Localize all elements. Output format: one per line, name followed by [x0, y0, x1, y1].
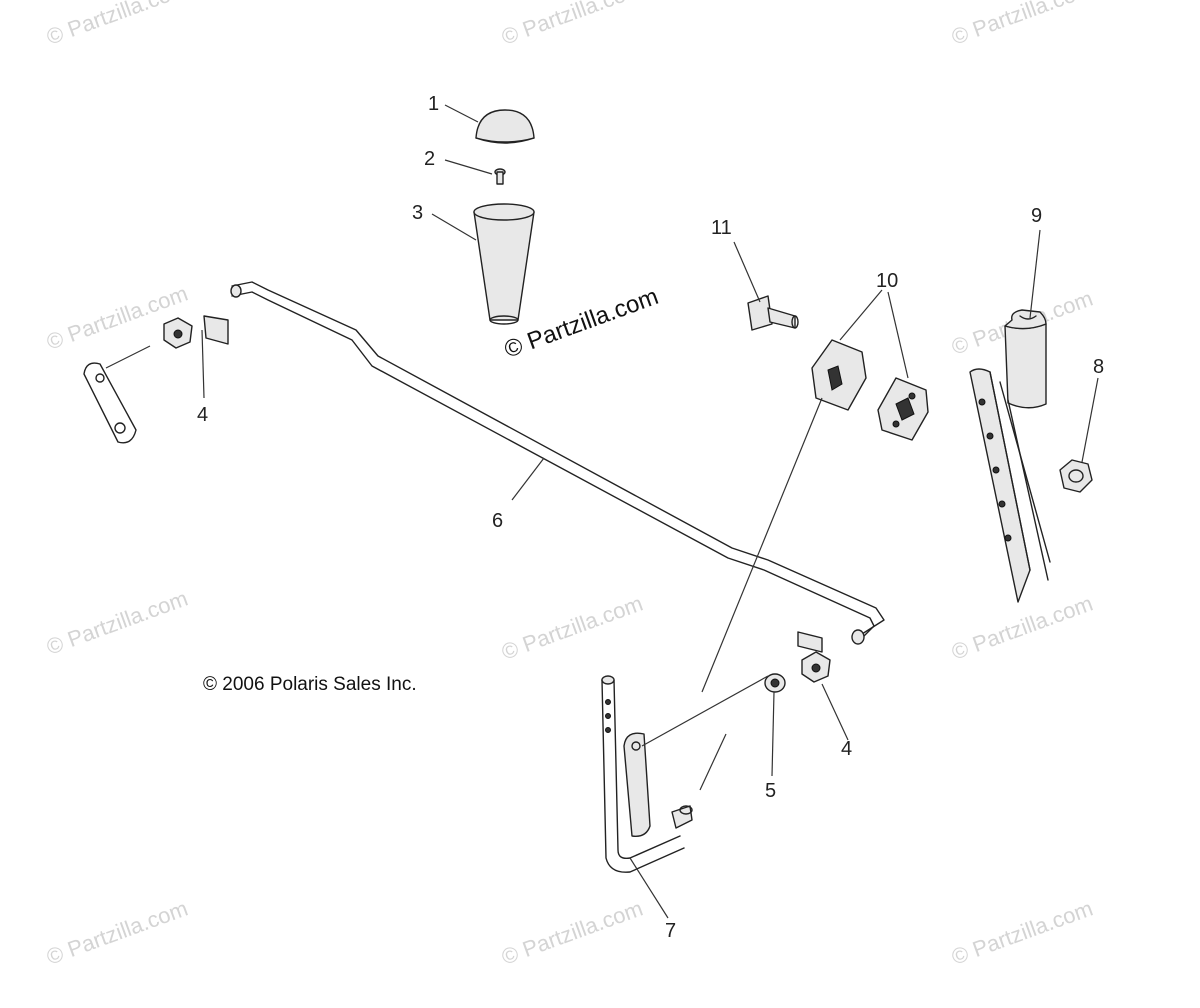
watermark: © Partzilla.com	[498, 591, 646, 665]
part-nut	[1059, 459, 1093, 493]
callout-4-left: 4	[197, 404, 208, 426]
callout-10: 10	[876, 270, 898, 292]
watermark: © Partzilla.com	[43, 896, 191, 970]
callouts: 1 2 3 4 4 5 6 7 8 9 10 11	[197, 93, 1104, 942]
part-screw	[494, 168, 506, 185]
frame-bracket	[969, 368, 1051, 603]
callout-3: 3	[412, 202, 423, 224]
part-clip-left	[163, 315, 229, 349]
part-shift-rod	[230, 281, 885, 645]
callout-11: 11	[711, 217, 732, 239]
callout-5: 5	[765, 780, 776, 802]
callout-9: 9	[1031, 205, 1042, 227]
part-sleeve	[1004, 309, 1047, 409]
copyright-notice: © 2006 Polaris Sales Inc.	[203, 674, 417, 695]
callout-1: 1	[428, 93, 439, 115]
part-shift-knob	[473, 203, 535, 325]
leader-lines	[105, 104, 1099, 919]
brand-label: © Partzilla.com	[501, 283, 662, 364]
callout-7: 7	[665, 920, 676, 942]
part-washer	[764, 673, 786, 693]
watermark: © Partzilla.com	[948, 591, 1096, 665]
callout-4-right: 4	[841, 738, 852, 760]
part-bolt	[747, 295, 799, 331]
part-clip-right	[797, 631, 831, 683]
part-bushings	[811, 339, 929, 441]
watermark: © Partzilla.com	[948, 896, 1096, 970]
watermark: © Partzilla.com	[948, 0, 1096, 50]
watermark: © Partzilla.com	[43, 586, 191, 660]
callout-2: 2	[424, 148, 435, 170]
watermark: © Partzilla.com	[498, 896, 646, 970]
callout-6: 6	[492, 510, 503, 532]
part-link-left	[83, 362, 137, 444]
watermark: © Partzilla.com	[43, 0, 191, 50]
watermarks: © Partzilla.com © Partzilla.com © Partzi…	[43, 0, 1096, 970]
callout-8: 8	[1093, 356, 1104, 378]
part-knob-cap	[475, 109, 535, 144]
watermark: © Partzilla.com	[498, 0, 646, 50]
part-shift-lever	[601, 675, 693, 873]
